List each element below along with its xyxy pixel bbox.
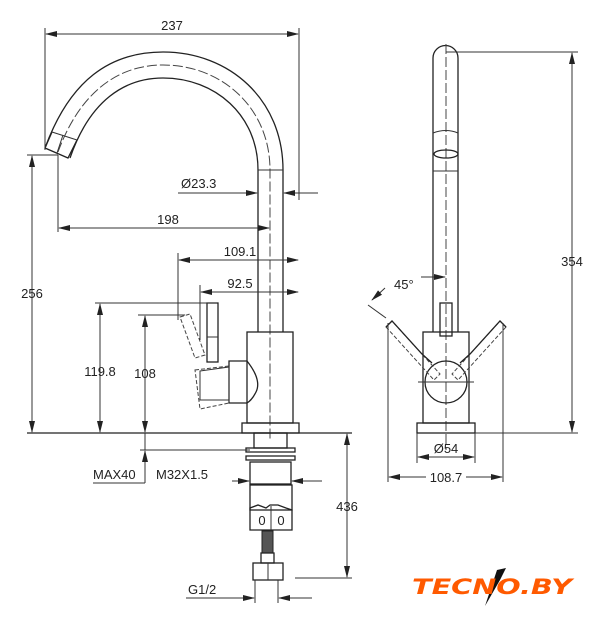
dim-198: 198 — [157, 212, 179, 227]
dim-g1-2: G1/2 — [188, 582, 216, 597]
dim-45-degrees: 45° — [394, 277, 414, 292]
dim-pipe-diameter: Ø23.3 — [181, 176, 216, 191]
dim-119-8: 119.8 — [84, 364, 116, 379]
dim-237: 237 — [161, 18, 183, 33]
dim-109-1: 109.1 — [224, 244, 257, 259]
nut-mark-right: 0 — [277, 513, 284, 528]
dim-108: 108 — [134, 366, 156, 381]
dim-436: 436 — [336, 499, 358, 514]
mounting-shank: 0 0 — [245, 432, 296, 581]
dim-92-5: 92.5 — [227, 276, 252, 291]
dim-256: 256 — [21, 286, 43, 301]
spout — [44, 51, 284, 440]
tecno-by-logo: TECNO.BY — [412, 568, 574, 606]
front-view: 45° 354 Ø54 108.7 — [367, 44, 583, 485]
dim-108-7: 108.7 — [430, 470, 463, 485]
dim-diameter-54: Ø54 — [434, 441, 459, 456]
dim-354: 354 — [561, 254, 583, 269]
body — [179, 302, 300, 434]
dim-thread: M32X1.5 — [156, 467, 208, 482]
lightning-bolt-icon — [485, 568, 506, 606]
side-view: 0 0 237 Ø23.3 198 109.1 92.5 256 119.8 — [21, 18, 358, 603]
dim-max40: MAX40 — [93, 467, 136, 482]
nut-mark-left: 0 — [258, 513, 265, 528]
logo-text: TECNO.BY — [412, 575, 574, 599]
